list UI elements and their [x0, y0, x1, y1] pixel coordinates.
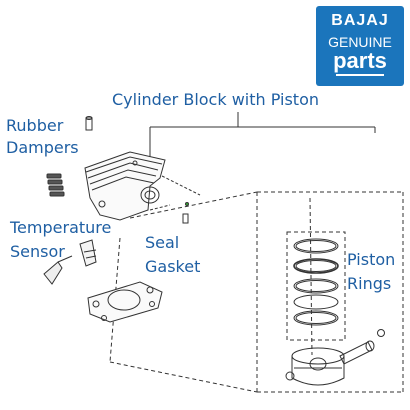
bajaj-genuine-parts-logo: BAJAJ GENUINE parts: [316, 6, 404, 86]
dowel-pin-shape: [85, 116, 93, 131]
dampers-label: Dampers: [6, 138, 79, 157]
cylinder-block-label: Cylinder Block with Piston: [112, 90, 320, 109]
seal-sleeve-shape: [182, 213, 189, 224]
piston-label: Piston: [347, 250, 396, 269]
piston-pin-shape: [339, 329, 385, 365]
brand-line3: parts: [333, 48, 387, 73]
temperature-sensor-shape: [43, 239, 97, 285]
brand-line1: BAJAJ: [331, 12, 389, 29]
seal-label: Seal: [145, 233, 180, 252]
piston-rings-shape: [293, 238, 339, 326]
cylinder-block-shape: [84, 151, 201, 221]
gasket-label: Gasket: [145, 257, 201, 276]
temperature-label: Temperature: [10, 218, 112, 237]
brand-underline: [336, 74, 384, 76]
piston-clip-shape: [285, 371, 295, 381]
piston-shape: [291, 347, 345, 386]
gasket-shape: [87, 281, 163, 323]
sensor-label: Sensor: [10, 242, 65, 261]
brand-line2: GENUINE: [328, 34, 392, 50]
rings-label: Rings: [347, 274, 392, 293]
rubber-label: Rubber: [6, 116, 64, 135]
rubber-dampers-shape: [46, 173, 65, 197]
piston-group-box: [109, 191, 404, 393]
rings-box: [286, 231, 346, 341]
